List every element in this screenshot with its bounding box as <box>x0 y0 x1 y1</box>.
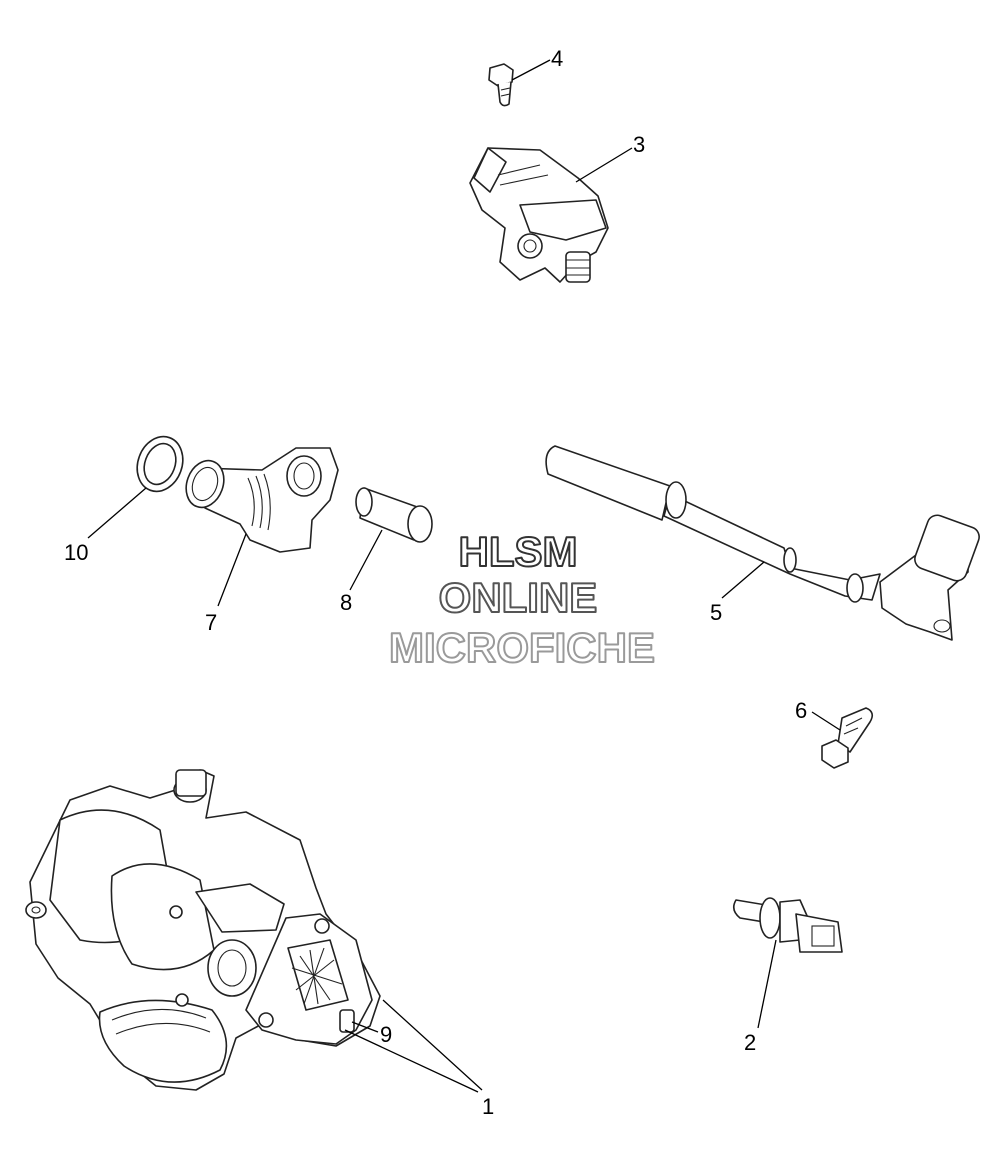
callout-2[interactable]: 2 <box>744 1030 756 1055</box>
part-10-o-ring[interactable] <box>130 430 190 498</box>
part-1-throttle-body[interactable] <box>25 769 381 1091</box>
watermark-line3: MICROFICHE <box>389 624 655 671</box>
tps-grille <box>291 947 343 1005</box>
callout-6[interactable]: 6 <box>795 698 807 723</box>
leader-10 <box>87 487 147 539</box>
callout-9[interactable]: 9 <box>380 1022 392 1047</box>
leader-8 <box>349 529 383 591</box>
leader-2 <box>757 939 777 1029</box>
watermark-line2: ONLINE <box>439 574 598 621</box>
leader-5 <box>721 561 765 599</box>
callout-8[interactable]: 8 <box>340 590 352 615</box>
leader-9 <box>351 1021 379 1033</box>
part-4-bolt[interactable] <box>488 63 514 107</box>
callout-7[interactable]: 7 <box>205 610 217 635</box>
leader-lines <box>87 59 841 1093</box>
part-6-bolt[interactable] <box>821 707 874 769</box>
part-5-crank-sensor[interactable] <box>545 445 982 641</box>
leader-1b <box>382 999 483 1091</box>
callout-5[interactable]: 5 <box>710 600 722 625</box>
watermark: HLSM ONLINE MICROFICHE <box>388 527 656 672</box>
callout-3[interactable]: 3 <box>633 132 645 157</box>
callout-1[interactable]: 1 <box>482 1094 494 1119</box>
leader-3 <box>575 147 633 183</box>
callout-4[interactable]: 4 <box>551 46 563 71</box>
callouts: 1 2 3 4 5 6 7 8 9 10 <box>64 46 807 1119</box>
watermark-line1: HLSM <box>459 528 578 575</box>
part-7-cam-sensor[interactable] <box>180 447 339 553</box>
part-2-temp-sensor[interactable] <box>732 897 843 953</box>
part-8-sleeve[interactable] <box>355 487 433 543</box>
leader-7 <box>217 533 247 607</box>
part-3-map-sensor[interactable] <box>469 147 609 283</box>
leader-1a <box>344 1029 479 1093</box>
leader-6 <box>811 711 841 731</box>
callout-10[interactable]: 10 <box>64 540 88 565</box>
leader-4 <box>511 59 551 81</box>
